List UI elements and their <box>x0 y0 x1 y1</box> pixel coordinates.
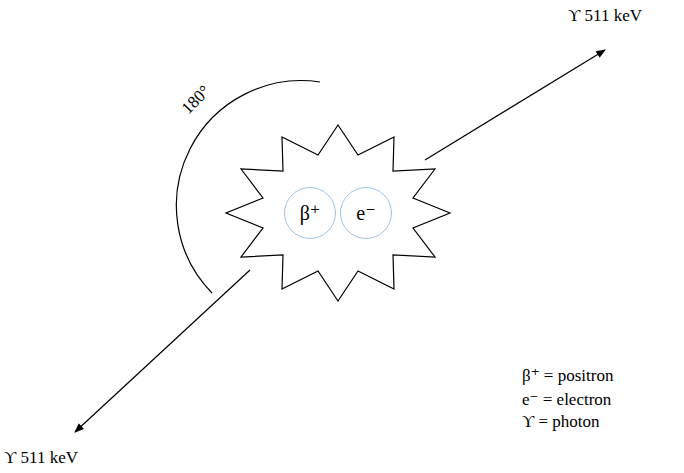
particle-circle: β⁺ <box>284 187 336 239</box>
particle-symbol: e⁻ <box>356 201 375 225</box>
particle-symbol: β⁺ <box>300 201 321 225</box>
key-entry: ϒ = photon <box>522 412 600 432</box>
annihilation-burst <box>226 125 450 301</box>
energy-label: ϒ 511 keV <box>568 6 642 26</box>
energy-label: ϒ 511 keV <box>4 448 78 468</box>
angle-label: 180° <box>178 82 215 119</box>
photon-arrow <box>75 270 250 432</box>
photon-arrow <box>425 50 605 160</box>
key-entry: β⁺ = positron <box>522 365 613 386</box>
particle-circle: e⁻ <box>340 187 392 239</box>
key-entry: e⁻ = electron <box>522 389 611 410</box>
